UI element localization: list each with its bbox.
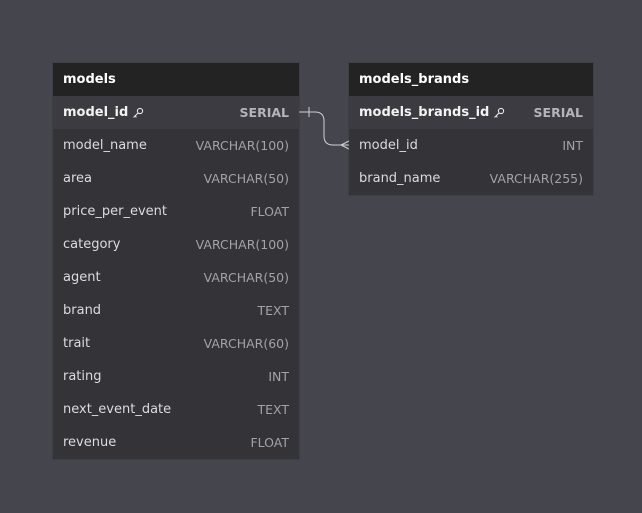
table-row[interactable]: model_name VARCHAR(100) — [53, 129, 299, 162]
column-type: TEXT — [257, 402, 289, 417]
table-row[interactable]: trait VARCHAR(60) — [53, 327, 299, 360]
column-name: area — [63, 171, 92, 186]
table-row[interactable]: price_per_event FLOAT — [53, 195, 299, 228]
table-row[interactable]: area VARCHAR(50) — [53, 162, 299, 195]
column-type: VARCHAR(50) — [203, 270, 289, 285]
table-row[interactable]: model_id INT — [349, 129, 593, 162]
column-type: VARCHAR(255) — [489, 171, 583, 186]
relationship-line[interactable] — [299, 111, 349, 146]
table-row[interactable]: next_event_date TEXT — [53, 393, 299, 426]
column-name: brand — [63, 303, 102, 318]
table-models[interactable]: models model_id SERIAL model_name VARCHA… — [53, 63, 299, 459]
table-row[interactable]: brand TEXT — [53, 294, 299, 327]
table-row[interactable]: models_brands_id SERIAL — [349, 96, 593, 129]
column-name: next_event_date — [63, 402, 172, 417]
key-icon — [494, 107, 505, 118]
column-name: model_name — [63, 138, 147, 153]
column-type: SERIAL — [239, 105, 289, 120]
table-row[interactable]: brand_name VARCHAR(255) — [349, 162, 593, 195]
column-name: brand_name — [359, 171, 441, 186]
column-name: agent — [63, 270, 101, 285]
column-name: price_per_event — [63, 204, 167, 219]
column-type: FLOAT — [250, 204, 289, 219]
table-header[interactable]: models — [53, 63, 299, 96]
column-type: INT — [562, 138, 583, 153]
column-name: category — [63, 237, 121, 252]
column-type: VARCHAR(100) — [195, 138, 289, 153]
table-models-brands[interactable]: models_brands models_brands_id SERIAL mo… — [349, 63, 593, 195]
column-name: models_brands_id — [359, 105, 490, 120]
column-name: revenue — [63, 435, 117, 450]
column-name: model_id — [359, 138, 418, 153]
column-name: model_id — [63, 105, 129, 120]
column-type: FLOAT — [250, 435, 289, 450]
table-row[interactable]: category VARCHAR(100) — [53, 228, 299, 261]
column-type: VARCHAR(60) — [203, 336, 289, 351]
table-row[interactable]: revenue FLOAT — [53, 426, 299, 459]
key-icon — [133, 107, 144, 118]
table-row[interactable]: agent VARCHAR(50) — [53, 261, 299, 294]
column-type: SERIAL — [533, 105, 583, 120]
many-cardinality-marker-bottom — [340, 144, 350, 150]
column-type: INT — [268, 369, 289, 384]
column-name: rating — [63, 369, 102, 384]
table-row[interactable]: rating INT — [53, 360, 299, 393]
table-row[interactable]: model_id SERIAL — [53, 96, 299, 129]
table-header[interactable]: models_brands — [349, 63, 593, 96]
column-type: VARCHAR(100) — [195, 237, 289, 252]
many-cardinality-marker-top — [340, 140, 350, 146]
column-name: trait — [63, 336, 91, 351]
column-type: TEXT — [257, 303, 289, 318]
column-type: VARCHAR(50) — [203, 171, 289, 186]
